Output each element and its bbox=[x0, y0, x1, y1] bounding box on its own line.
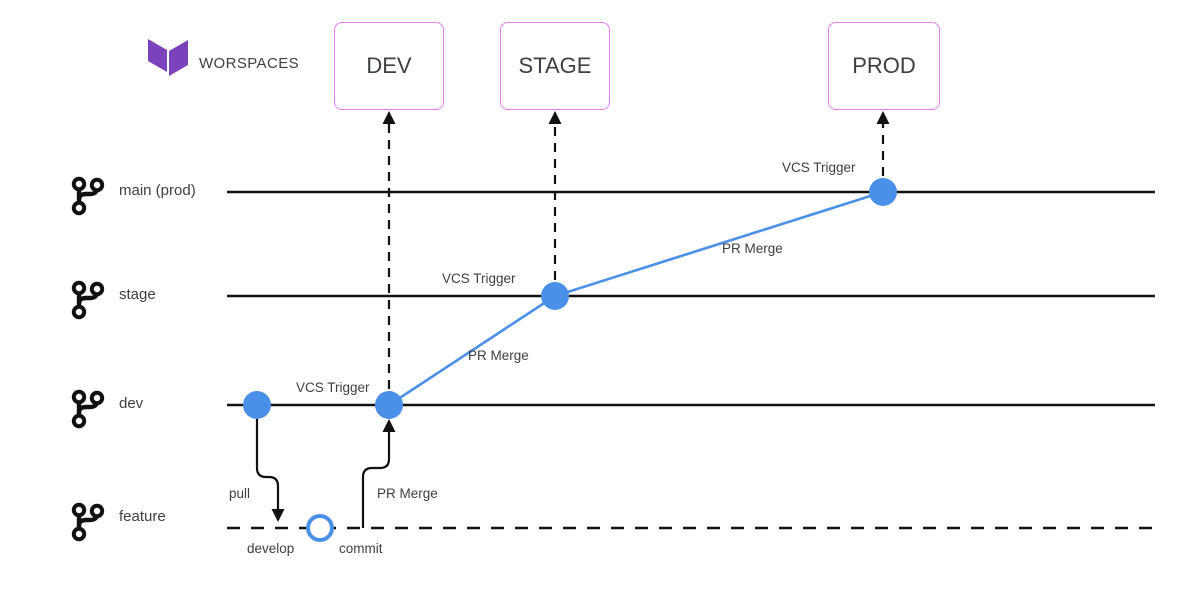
label-pull: pull bbox=[229, 486, 251, 501]
git-branch-icon-dev bbox=[71, 389, 105, 429]
commit-dot-feature-commit[interactable] bbox=[306, 514, 334, 542]
env-box-prod[interactable]: PROD bbox=[828, 22, 940, 110]
label-commit: commit bbox=[339, 541, 383, 556]
commit-dots bbox=[243, 178, 897, 542]
label-vcs-trigger-stage: VCS Trigger bbox=[442, 271, 516, 286]
git-branch-icon-stage bbox=[71, 280, 105, 320]
env-box-dev-label: DEV bbox=[366, 53, 412, 78]
terraform-logo bbox=[148, 39, 188, 76]
vcs-trigger-arrows bbox=[382, 111, 890, 405]
branch-lines bbox=[227, 190, 1155, 530]
env-box-dev[interactable]: DEV bbox=[334, 22, 444, 110]
git-branch-icon-main bbox=[71, 176, 105, 216]
branch-label-main: main (prod) bbox=[119, 182, 196, 199]
commit-dot-stage-merge[interactable] bbox=[541, 282, 569, 310]
pr-merge-line-dev-to-stage bbox=[388, 294, 556, 407]
pr-merge-line-stage-to-main bbox=[554, 190, 884, 298]
label-pr-merge-feature-dev: PR Merge bbox=[377, 486, 438, 501]
git-branch-icon-feature bbox=[71, 502, 105, 542]
branch-label-feature: feature bbox=[119, 508, 166, 525]
branch-label-stage: stage bbox=[119, 286, 156, 303]
label-vcs-trigger-prod: VCS Trigger bbox=[782, 160, 856, 175]
commit-dot-main-merge[interactable] bbox=[869, 178, 897, 206]
pull-arrow bbox=[255, 405, 285, 522]
pr-merge-feature-arrow bbox=[361, 419, 396, 528]
label-develop: develop bbox=[247, 541, 295, 556]
promotion-lines bbox=[388, 190, 884, 407]
env-box-stage[interactable]: STAGE bbox=[500, 22, 610, 110]
workspaces-label: WORSPACES bbox=[199, 55, 300, 72]
env-box-prod-label: PROD bbox=[852, 53, 916, 78]
commit-dot-dev-initial[interactable] bbox=[243, 391, 271, 419]
label-pr-merge-dev-stage: PR Merge bbox=[468, 348, 529, 363]
label-pr-merge-stage-main: PR Merge bbox=[722, 241, 783, 256]
label-vcs-trigger-dev: VCS Trigger bbox=[296, 380, 370, 395]
commit-dot-dev-merge[interactable] bbox=[375, 391, 403, 419]
branch-label-dev: dev bbox=[119, 395, 144, 412]
env-box-stage-label: STAGE bbox=[518, 53, 592, 78]
